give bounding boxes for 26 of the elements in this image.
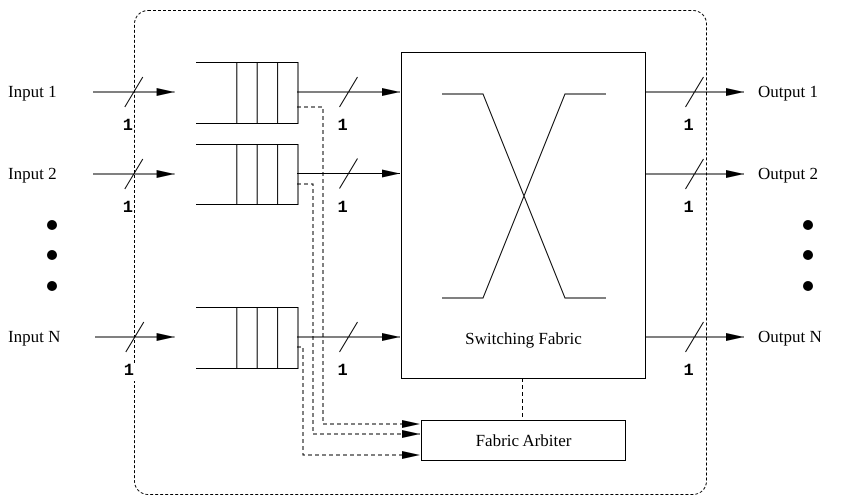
arrow <box>644 88 744 96</box>
process-box: Fabric Arbiter <box>421 420 626 461</box>
dashed-boundary <box>134 10 707 495</box>
arrow <box>296 88 400 96</box>
input-label: Input N <box>8 325 90 349</box>
arrow <box>644 333 744 341</box>
dashed-arrow <box>296 346 420 459</box>
queue-symbol <box>196 62 298 124</box>
arrow <box>94 333 176 341</box>
arrow <box>92 170 176 178</box>
arrow <box>92 88 176 96</box>
dashed-arrow <box>296 106 420 428</box>
dashed-arrow <box>296 184 420 438</box>
output-label: Output 1 <box>758 80 850 104</box>
output-label: Output 2 <box>758 162 850 186</box>
arrow <box>644 170 744 178</box>
queue-symbol <box>196 144 298 205</box>
arrow <box>296 333 400 341</box>
input-label: Input 2 <box>8 162 88 186</box>
switch-box <box>401 52 646 379</box>
edge-label: 1 <box>122 363 135 381</box>
input-label: Input 1 <box>8 80 88 104</box>
output-label: Output N <box>758 325 854 349</box>
box-label: Switching Fabric <box>464 328 583 350</box>
queue-symbol <box>196 307 298 369</box>
arrow <box>296 170 400 178</box>
